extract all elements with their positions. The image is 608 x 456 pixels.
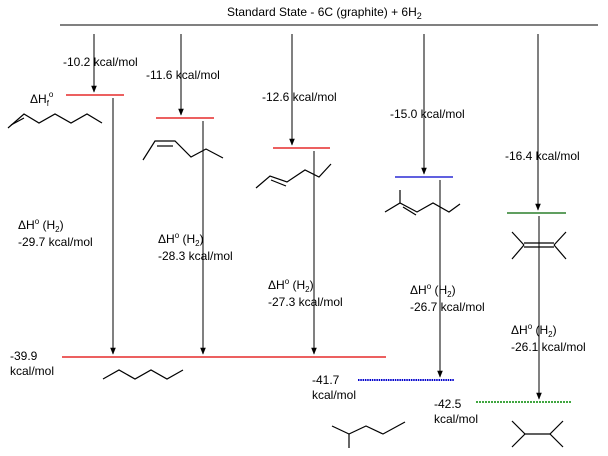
- structure-trans-3-hexene: [255, 163, 332, 189]
- product-unit-dimethylbutane: kcal/mol: [434, 412, 478, 426]
- structure-1-hexene: [7, 113, 103, 129]
- hf-label-trans-hexene3: -12.6 kcal/mol: [262, 90, 337, 104]
- standard-state-title: Standard State - 6C (graphite) + 6H2: [227, 5, 422, 21]
- dh-label-trans-hexene3: ΔHo (H2) -27.3 kcal/mol: [268, 277, 343, 309]
- structure-cis-3-hexene: [142, 140, 224, 161]
- dh-label-tetramethylethylene: ΔHo (H2) -26.1 kcal/mol: [511, 322, 586, 354]
- dh-label-methylpentene: ΔHo (H2) -26.7 kcal/mol: [410, 282, 485, 314]
- hf-label-tetramethylethylene: -16.4 kcal/mol: [505, 149, 580, 163]
- dh-label-hexene1: ΔHo (H2) -29.7 kcal/mol: [18, 217, 93, 249]
- dh-label-cis-hexene3: ΔHo (H2) -28.3 kcal/mol: [158, 231, 233, 263]
- svg-text:-26.7 kcal/mol: -26.7 kcal/mol: [410, 300, 485, 314]
- hf-label-methylpentene: -15.0 kcal/mol: [390, 107, 465, 121]
- hf-label-cis-hexene3: -11.6 kcal/mol: [146, 68, 220, 82]
- delta-hf-symbol: ΔHfo: [30, 90, 54, 108]
- product-unit-methylpentane: kcal/mol: [312, 388, 356, 402]
- product-label-dimethylbutane: -42.5: [434, 397, 462, 411]
- svg-text:ΔHo (H2): ΔHo (H2): [410, 282, 456, 299]
- product-label-methylpentane: -41.7: [312, 373, 340, 387]
- structure-2-methyl-2-pentene: [384, 190, 461, 216]
- svg-text:-27.3 kcal/mol: -27.3 kcal/mol: [268, 295, 343, 309]
- structure-hexane: [102, 369, 184, 380]
- product-label-hexane: -39.9: [10, 349, 38, 363]
- product-unit-hexane: kcal/mol: [10, 364, 54, 378]
- svg-text:ΔHo (H2): ΔHo (H2): [158, 231, 204, 248]
- hf-label-hexene1: -10.2 kcal/mol: [63, 55, 138, 69]
- structure-2-3-dimethylbutane: [511, 420, 564, 448]
- svg-text:ΔHo (H2): ΔHo (H2): [18, 217, 64, 234]
- svg-text:-26.1 kcal/mol: -26.1 kcal/mol: [511, 340, 586, 354]
- structure-2-methylpentane: [331, 421, 406, 448]
- structure-tetramethylethylene: [511, 231, 567, 260]
- svg-text:-29.7 kcal/mol: -29.7 kcal/mol: [18, 235, 93, 249]
- svg-text:ΔHo (H2): ΔHo (H2): [511, 322, 557, 339]
- svg-text:ΔHo (H2): ΔHo (H2): [268, 277, 314, 294]
- svg-text:-28.3 kcal/mol: -28.3 kcal/mol: [158, 249, 233, 263]
